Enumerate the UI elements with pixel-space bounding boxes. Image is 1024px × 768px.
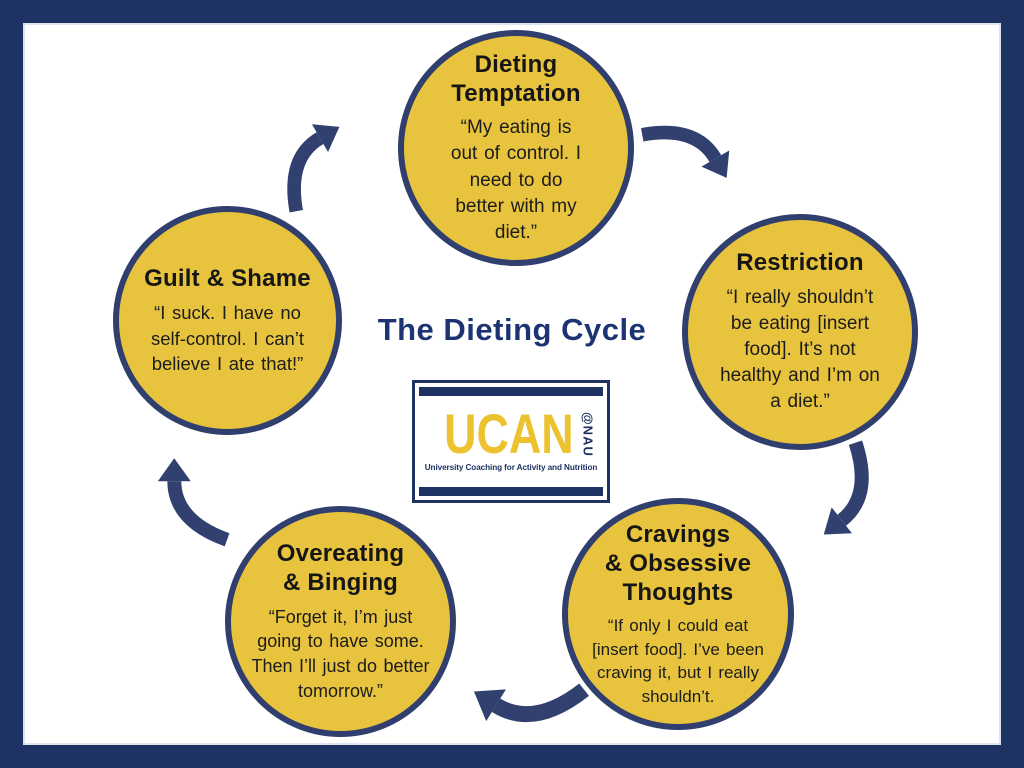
- arrow-cravings-to-overeating-icon: [461, 651, 594, 744]
- stage-quote: “I really shouldn’t be eating [insert fo…: [720, 286, 880, 413]
- stage-overeating-binging: Overeating & Binging “Forget it, I’m jus…: [225, 506, 456, 737]
- stage-title: Guilt & Shame: [144, 265, 311, 293]
- stage-title: Restriction: [736, 249, 864, 277]
- arrow-overeating-to-guilt-icon: [133, 432, 258, 570]
- stage-title: Cravings & Obsessive Thoughts: [604, 520, 752, 607]
- logo-wordmark: UCAN: [443, 402, 574, 466]
- logo-tagline: University Coaching for Activity and Nut…: [424, 462, 598, 472]
- stage-quote: “Forget it, I’m just going to have some.…: [251, 606, 430, 702]
- logo-middle: UCAN @NAU University Coaching for Activi…: [419, 396, 603, 487]
- stage-dieting-temptation: Dieting Temptation “My eating is out of …: [398, 30, 634, 266]
- arrow-temptation-to-restriction-icon: [621, 91, 756, 213]
- arrow-guilt-to-temptation-icon: [252, 98, 374, 233]
- diagram-title: The Dieting Cycle: [377, 312, 647, 347]
- logo-top-bar: [419, 387, 603, 396]
- logo-bottom-bar: [419, 487, 603, 496]
- arrow-restriction-to-cravings-icon: [787, 424, 902, 560]
- stage-quote: “If only I could eat [insert food]. I’ve…: [592, 616, 764, 706]
- stage-guilt-shame: Guilt & Shame “I suck. I have no self-co…: [113, 206, 342, 435]
- stage-quote: “My eating is out of control. I need to …: [450, 117, 582, 244]
- stage-restriction: Restriction “I really shouldn’t be eatin…: [682, 214, 918, 450]
- stage-title: Overeating & Binging: [276, 540, 405, 597]
- ucan-nau-logo: UCAN @NAU University Coaching for Activi…: [412, 380, 610, 503]
- stage-title: Dieting Temptation: [451, 50, 581, 107]
- stage-cravings-obsessive-thoughts: Cravings & Obsessive Thoughts “If only I…: [562, 498, 794, 730]
- logo-suffix-nau: @NAU: [580, 412, 596, 457]
- stage-quote: “I suck. I have no self-control. I can’t…: [150, 302, 305, 375]
